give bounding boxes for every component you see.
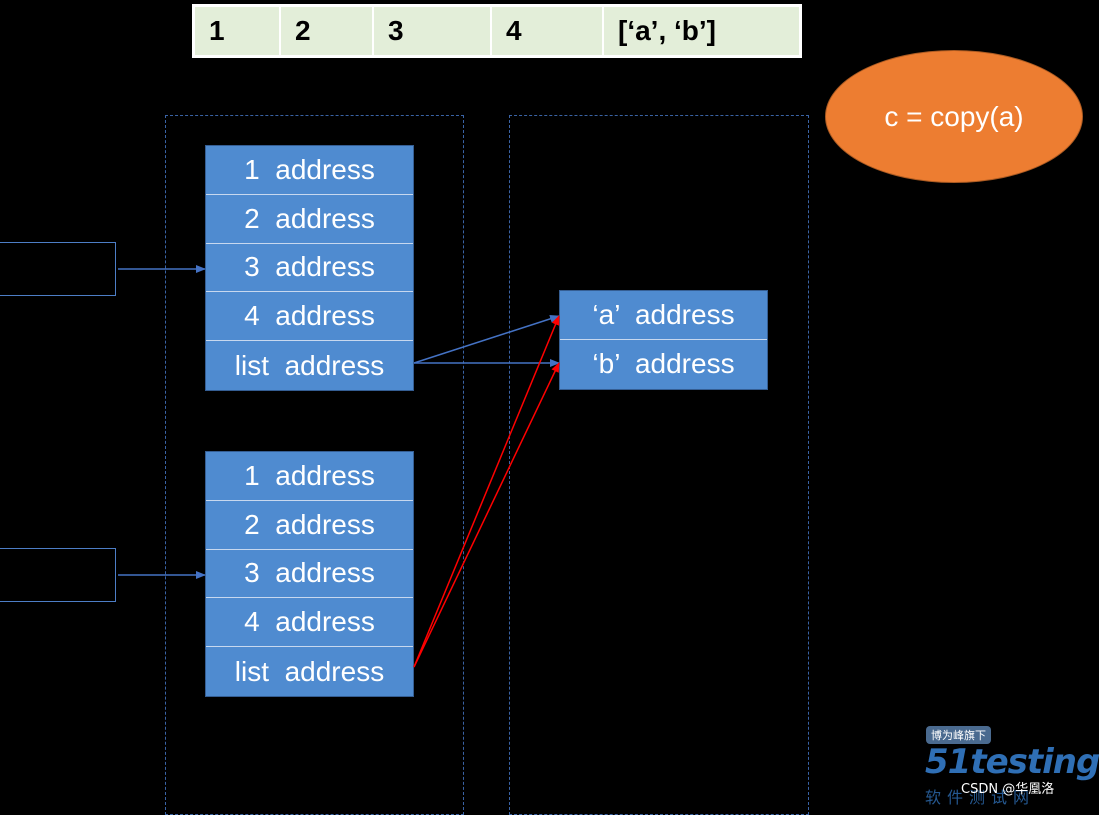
object-c-row-2: 2 address [206, 500, 413, 550]
object-a-row-list: list address [206, 341, 413, 390]
header-cell-2: 2 [281, 7, 374, 55]
arrow-c-list-to-item-b [413, 362, 560, 668]
object-a-row-3: 3 address [206, 243, 413, 293]
reference-arrows [118, 265, 560, 668]
object-c-row-1: 1 address [206, 452, 413, 501]
variable-a-box [0, 242, 116, 296]
object-a-row-2: 2 address [206, 194, 413, 244]
watermark-logo: 51testing [925, 742, 1099, 782]
watermark-subtitle: 软件测试网 [925, 788, 1036, 807]
copy-label-ellipse: c = copy(a) [825, 50, 1083, 183]
object-c-stack: 1 address 2 address 3 address 4 address … [205, 451, 414, 697]
header-cell-4: 4 [492, 7, 604, 55]
watermark: 博为峰旗下 51testing 软件测试网 CSDN @华凰洛 [925, 726, 1099, 807]
object-c-row-3: 3 address [206, 549, 413, 599]
watermark-badge: 博为峰旗下 [926, 726, 991, 744]
header-cell-1: 1 [195, 7, 281, 55]
inner-list-row-a: ‘a’ address [560, 291, 767, 340]
copy-label-text: c = copy(a) [884, 100, 1024, 132]
variable-c-box [0, 548, 116, 602]
header-cell-list: [‘a’, ‘b’] [604, 7, 799, 55]
object-a-stack: 1 address 2 address 3 address 4 address … [205, 145, 414, 391]
arrow-c-list-to-item-a [413, 315, 560, 668]
inner-list-stack: ‘a’ address ‘b’ address [559, 290, 768, 390]
object-c-row-4: 4 address [206, 598, 413, 648]
inner-list-row-b: ‘b’ address [560, 339, 767, 389]
object-a-row-4: 4 address [206, 292, 413, 342]
watermark-credit: CSDN @华凰洛 [961, 782, 1055, 797]
object-c-row-list: list address [206, 647, 413, 696]
values-header-row: 1 2 3 4 [‘a’, ‘b’] [192, 4, 802, 58]
header-cell-3: 3 [374, 7, 492, 55]
arrow-a-list-to-item-a [413, 314, 560, 364]
object-a-row-1: 1 address [206, 146, 413, 195]
